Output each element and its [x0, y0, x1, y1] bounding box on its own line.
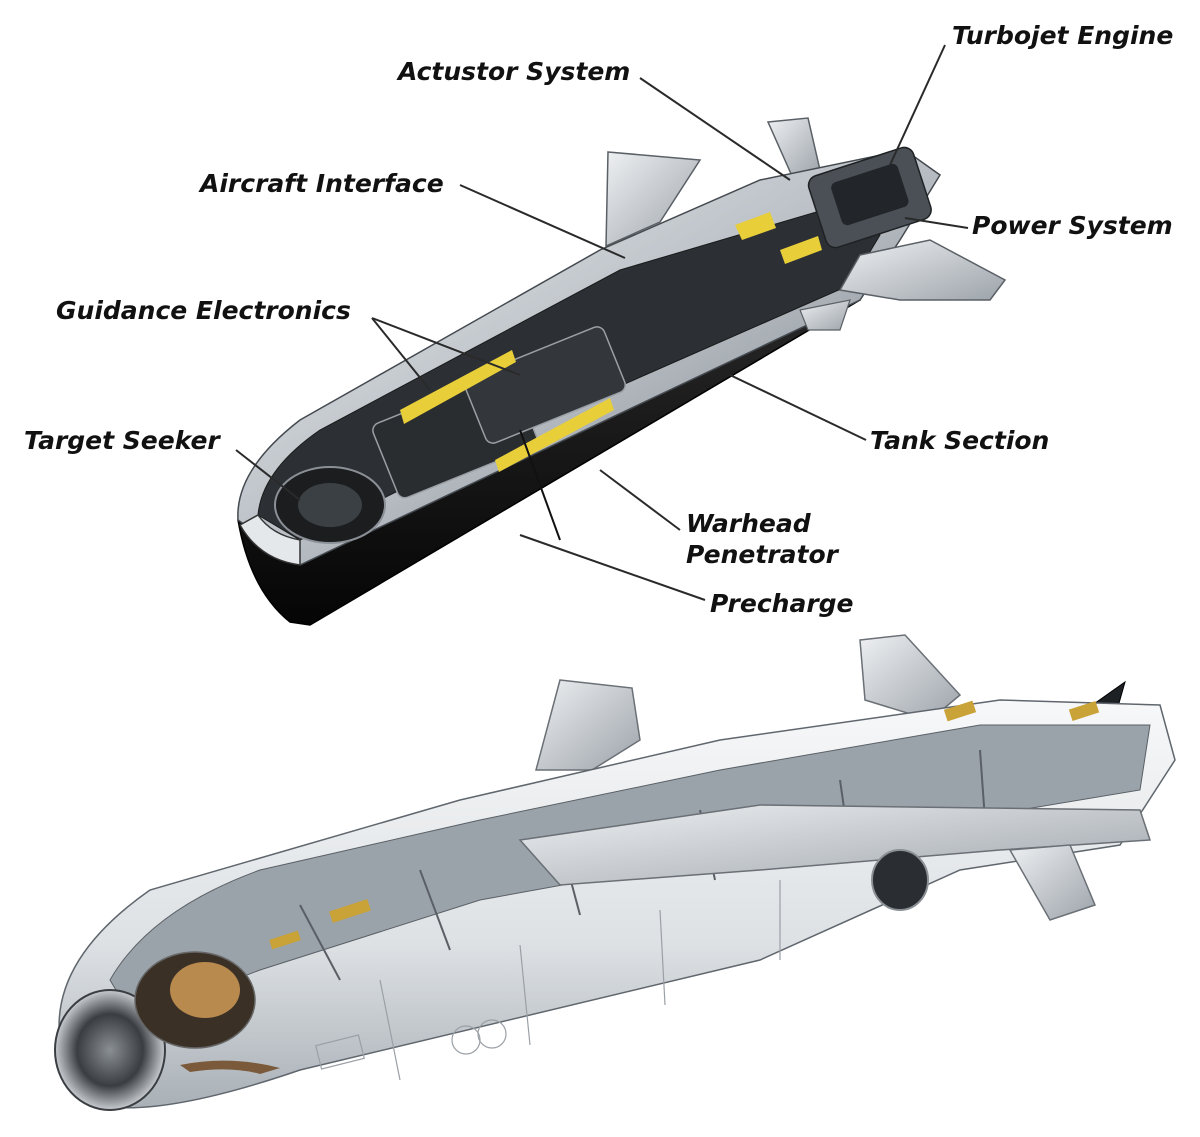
upper-vertical-fin [605, 151, 702, 248]
lower-engine-intake [871, 849, 929, 911]
lower-seeker-dome [54, 989, 166, 1111]
label-penetrator-line2: Penetrator [686, 540, 838, 570]
label-guidance-electronics: Guidance Electronics [56, 296, 351, 325]
gold-component-1 [400, 350, 516, 424]
leader-precharge [519, 534, 706, 601]
label-turbojet-engine: Turbojet Engine [952, 21, 1174, 50]
leader-target-seeker [235, 449, 301, 501]
lower-vertical-fin-front [535, 679, 641, 771]
upper-rear-fin-top [766, 117, 821, 177]
label-tank-section: Tank Section [870, 426, 1050, 455]
leader-power-system [904, 217, 969, 229]
lower-nose-marking [180, 1060, 280, 1074]
gold-component-2 [495, 398, 614, 472]
lower-panel-lines [315, 880, 781, 1081]
label-actuator-system: Actustor System [398, 57, 631, 86]
label-aircraft-interface: Aircraft Interface [200, 169, 444, 198]
label-warhead-penetrator: Warhead Penetrator [686, 508, 838, 571]
upper-main-wing [838, 239, 1007, 301]
leader-turbojet-engine [889, 44, 946, 166]
gold-component-3 [735, 212, 776, 240]
leader-guidance-electronics-2 [371, 317, 521, 376]
leader-guidance-electronics-1 [371, 317, 431, 391]
leader-warhead-penetrator [599, 469, 681, 531]
label-warhead-line1: Warhead [686, 509, 811, 538]
lower-ventral-fin [1008, 844, 1097, 921]
leader-aircraft-interface [459, 184, 626, 259]
leader-lines [235, 44, 969, 601]
lower-gold-components [269, 700, 1100, 950]
gold-component-4 [780, 236, 822, 264]
label-power-system: Power System [972, 211, 1173, 240]
label-target-seeker: Target Seeker [24, 426, 220, 455]
lower-main-wing [518, 804, 1152, 886]
label-precharge: Precharge [710, 589, 854, 618]
upper-nose-face [238, 514, 301, 566]
leader-actuator-system [639, 77, 791, 181]
upper-ventral-fin [799, 299, 851, 331]
leader-tank-section [729, 374, 867, 441]
